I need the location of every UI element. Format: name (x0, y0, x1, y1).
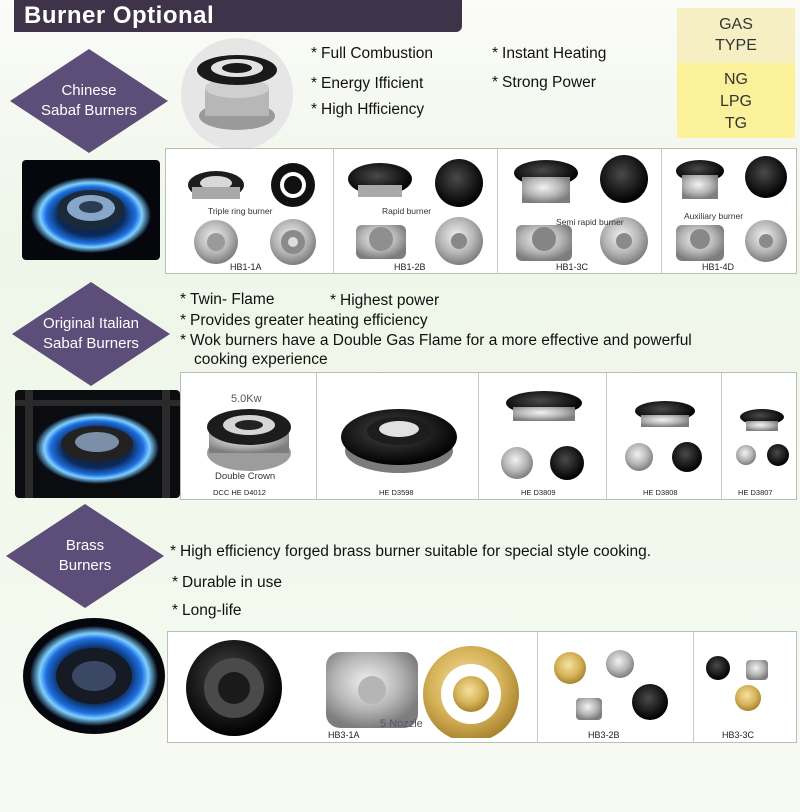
brass-label-line2: Burners (58, 557, 112, 574)
italian-label-line2: Sabaf Burners (43, 335, 139, 352)
italian-feature-4-cont: cooking experience (194, 351, 328, 368)
italian-flame-photo (15, 390, 180, 498)
code-hb1-4d: HB1-4D (702, 262, 735, 272)
product-card-hb1-4d: Auxiliary burner HB1-4D (662, 149, 796, 273)
product-card-hb3-2b: HB3-2B (538, 632, 694, 742)
gas-type-label: GAS TYPE (677, 8, 795, 63)
gas-type-lpg: LPG (719, 93, 752, 110)
chinese-feature-2: *Instant Heating (492, 45, 607, 62)
caption-semi-rapid: Semi rapid burner (556, 217, 624, 227)
product-card-hb3-1a: 5 Nozzle HB3-1A (168, 632, 538, 742)
chinese-feature-4: *Strong Power (492, 74, 596, 91)
italian-label-line1: Original Italian (43, 315, 139, 332)
italian-feature-4: *Wok burners have a Double Gas Flame for… (180, 332, 692, 349)
power-label: 5.0Kw (231, 393, 262, 405)
italian-feature-1: *Twin- Flame (180, 291, 275, 308)
code-hb1-2b: HB1-2B (394, 262, 426, 272)
product-card-hb1-1a: Triple ring burner HB1-1A (166, 149, 334, 273)
chinese-product-panel: Triple ring burner HB1-1A Rapid burner H… (165, 148, 797, 274)
chinese-hero-burner-image (177, 38, 297, 150)
gas-label-line1: GAS (719, 16, 753, 33)
code-dcc-he-d4012: DCC HE D4012 (213, 488, 266, 497)
chinese-feature-5: *High Hfficiency (311, 101, 425, 118)
caption-auxiliary: Auxiliary burner (684, 211, 744, 221)
caption-rapid: Rapid burner (382, 206, 432, 216)
code-he-d3808: HE D3808 (643, 488, 678, 497)
brass-product-panel: 5 Nozzle HB3-1A HB3-2B HB3-3C (167, 631, 797, 743)
code-he-d3809: HE D3809 (521, 488, 556, 497)
chinese-label-line1: Chinese (61, 82, 117, 99)
code-hb3-1a: HB3-1A (328, 730, 360, 740)
brass-label-line1: Brass (65, 537, 105, 554)
brass-feature-2: *Durable in use (172, 574, 282, 591)
section-badge-italian: Original Italian Sabaf Burners (12, 282, 170, 386)
code-hb1-1a: HB1-1A (230, 262, 262, 272)
code-hb3-2b: HB3-2B (588, 730, 620, 740)
product-card-hb3-3c: HB3-3C (694, 632, 796, 742)
caption-double-crown: Double Crown (215, 471, 276, 482)
chinese-feature-3: *Energy Ifficient (311, 75, 424, 92)
section-badge-chinese: Chinese Sabaf Burners (10, 49, 168, 153)
caption-triple-ring: Triple ring burner (208, 206, 273, 216)
code-he-d3598: HE D3598 (379, 488, 414, 497)
product-card-hb1-3c: Semi rapid burner HB1-3C (498, 149, 662, 273)
gas-type-box: GAS TYPE NG LPG TG (677, 8, 795, 138)
chinese-feature-1: *Full Combustion (311, 45, 434, 62)
brass-feature-1: *High efficiency forged brass burner sui… (170, 543, 652, 560)
chinese-flame-photo (22, 160, 160, 260)
product-card-dcc-he-d4012: 5.0Kw Double Crown DCC HE D4012 (181, 373, 317, 499)
code-he-d3807: HE D3807 (738, 488, 773, 497)
product-card-he-d3808: HE D3808 (607, 373, 722, 499)
code-hb3-3c: HB3-3C (722, 730, 755, 740)
product-card-he-d3598: HE D3598 (317, 373, 479, 499)
code-hb1-3c: HB1-3C (556, 262, 589, 272)
brass-flame-photo (23, 618, 165, 734)
italian-feature-3: *Provides greater heating efficiency (180, 312, 428, 329)
section-badge-brass: Brass Burners (6, 504, 164, 608)
gas-type-tg: TG (724, 115, 748, 132)
product-card-he-d3809: HE D3809 (479, 373, 607, 499)
page-title: Burner Optional (14, 0, 462, 32)
gas-label-line2: TYPE (715, 37, 757, 54)
gas-type-list: NG LPG TG (677, 63, 795, 138)
product-card-hb1-2b: Rapid burner HB1-2B (334, 149, 498, 273)
product-card-he-d3807: HE D3807 (722, 373, 796, 499)
italian-feature-2: *Highest power (330, 292, 440, 309)
gas-type-ng: NG (724, 71, 748, 88)
brass-feature-3: *Long-life (172, 602, 242, 619)
italian-product-panel: 5.0Kw Double Crown DCC HE D4012 HE D3598… (180, 372, 797, 500)
chinese-label-line2: Sabaf Burners (41, 102, 137, 119)
caption-5-nozzle: 5 Nozzle (380, 718, 423, 730)
